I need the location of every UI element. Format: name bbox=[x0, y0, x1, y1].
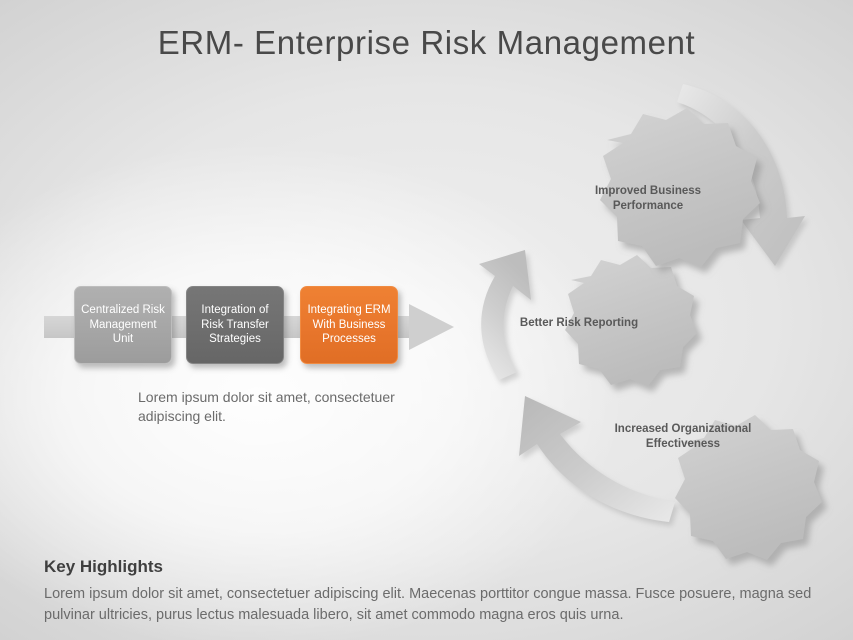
process-box-centralized-risk-management-unit[interactable]: Centralized Risk Management Unit bbox=[74, 286, 172, 364]
process-box-integration-of-risk-transfer-strategies[interactable]: Integration of Risk Transfer Strategies bbox=[186, 286, 284, 364]
arrow-left-up bbox=[479, 250, 531, 380]
process-box-integrating-erm-with-business-processes[interactable]: Integrating ERM With Business Processes bbox=[300, 286, 398, 364]
key-highlights-body: Lorem ipsum dolor sit amet, consectetuer… bbox=[44, 586, 812, 623]
gear-increased-organizational-effectiveness bbox=[675, 415, 822, 560]
key-highlights-title: Key Highlights bbox=[44, 557, 164, 576]
arrow-bottom-left-up bbox=[519, 396, 675, 522]
gear-cycle-diagram bbox=[479, 84, 822, 560]
process-box-label: Integration of Risk Transfer Strategies bbox=[201, 303, 269, 346]
process-box-label: Centralized Risk Management Unit bbox=[81, 303, 165, 346]
gear-improved-business-performance bbox=[600, 108, 760, 267]
page-title: ERM- Enterprise Risk Management bbox=[157, 24, 696, 61]
process-caption: Lorem ipsum dolor sit amet, consectetuer… bbox=[138, 389, 395, 424]
process-box-label: Integrating ERM With Business Processes bbox=[307, 303, 391, 346]
arrow-top-right-down bbox=[677, 84, 805, 266]
gear-better-risk-reporting bbox=[565, 255, 697, 386]
process-arrow-head bbox=[409, 304, 454, 350]
